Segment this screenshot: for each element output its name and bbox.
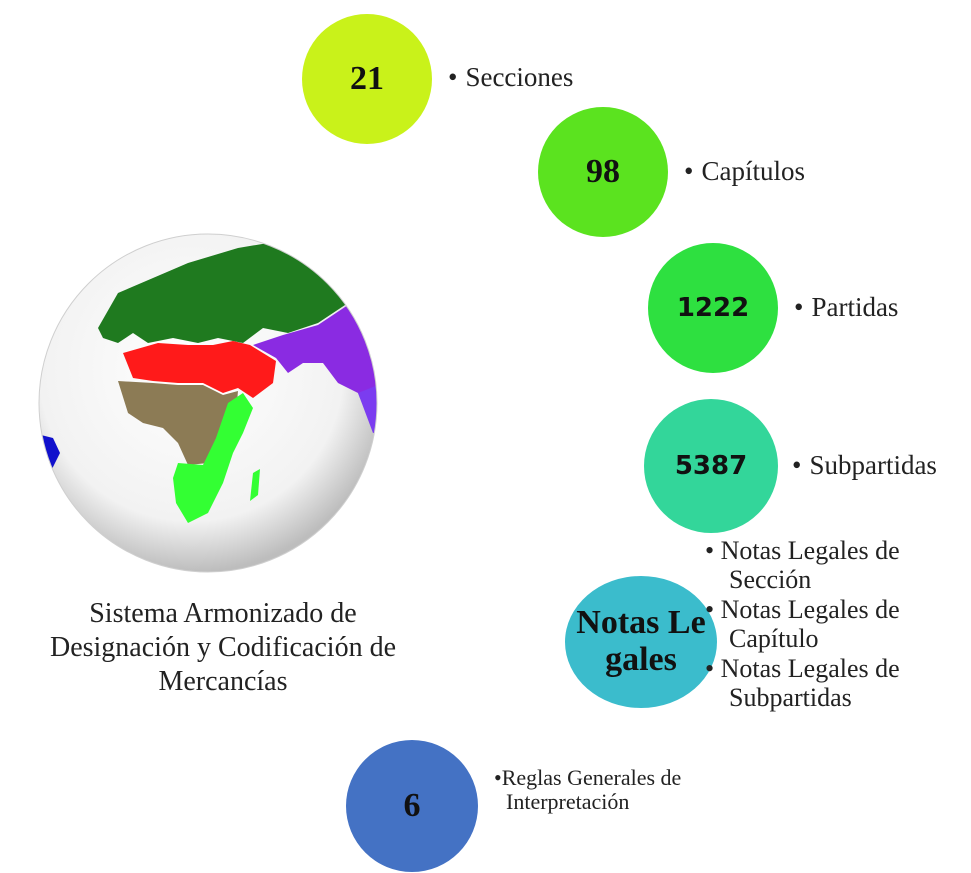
notas-bullets: • Notas Legales de Sección • Notas Legal… bbox=[705, 536, 935, 715]
notas-bullet-3: • Notas Legales de Subpartidas bbox=[705, 654, 900, 712]
bullet-label: Secciones bbox=[465, 62, 574, 92]
notas-bullet-2: • Notas Legales de Capítulo bbox=[705, 595, 900, 653]
globe-caption: Sistema Armonizado de Designación y Codi… bbox=[49, 598, 396, 698]
region-north-africa bbox=[123, 341, 276, 398]
circle-value: 1222 bbox=[676, 293, 750, 323]
reglas-text: •Reglas Generales de Interpretación bbox=[494, 765, 682, 815]
bullet-label: Subpartidas bbox=[809, 450, 937, 480]
circle-notas-legales: Notas Legales bbox=[565, 576, 717, 708]
notas-title: Notas Legales bbox=[576, 604, 706, 678]
circle-value: 21 bbox=[350, 60, 384, 97]
region-central-africa bbox=[118, 381, 238, 465]
bullet-secciones: •Secciones bbox=[448, 62, 574, 92]
bullet-subpartidas: •Subpartidas bbox=[792, 450, 937, 480]
circle-partidas: 1222 bbox=[648, 243, 778, 373]
region-south-africa bbox=[173, 393, 253, 523]
circle-subpartidas: 5387 bbox=[644, 399, 778, 533]
bullet-capitulos: •Capítulos bbox=[684, 156, 805, 186]
world-globe bbox=[38, 233, 378, 573]
globe-image bbox=[38, 233, 378, 573]
circle-reglas: 6 bbox=[346, 740, 478, 872]
bullet-partidas: •Partidas bbox=[794, 292, 899, 322]
bullet-label: Capítulos bbox=[701, 156, 805, 186]
bullet-label: Partidas bbox=[811, 292, 899, 322]
region-asia bbox=[253, 295, 377, 423]
circle-value: 98 bbox=[586, 153, 620, 190]
circle-secciones: 21 bbox=[302, 14, 432, 144]
circle-capitulos: 98 bbox=[538, 107, 668, 237]
circle-value: 5387 bbox=[674, 451, 748, 481]
circle-value: 6 bbox=[403, 787, 421, 824]
notas-bullet-1: • Notas Legales de Sección bbox=[705, 536, 900, 594]
